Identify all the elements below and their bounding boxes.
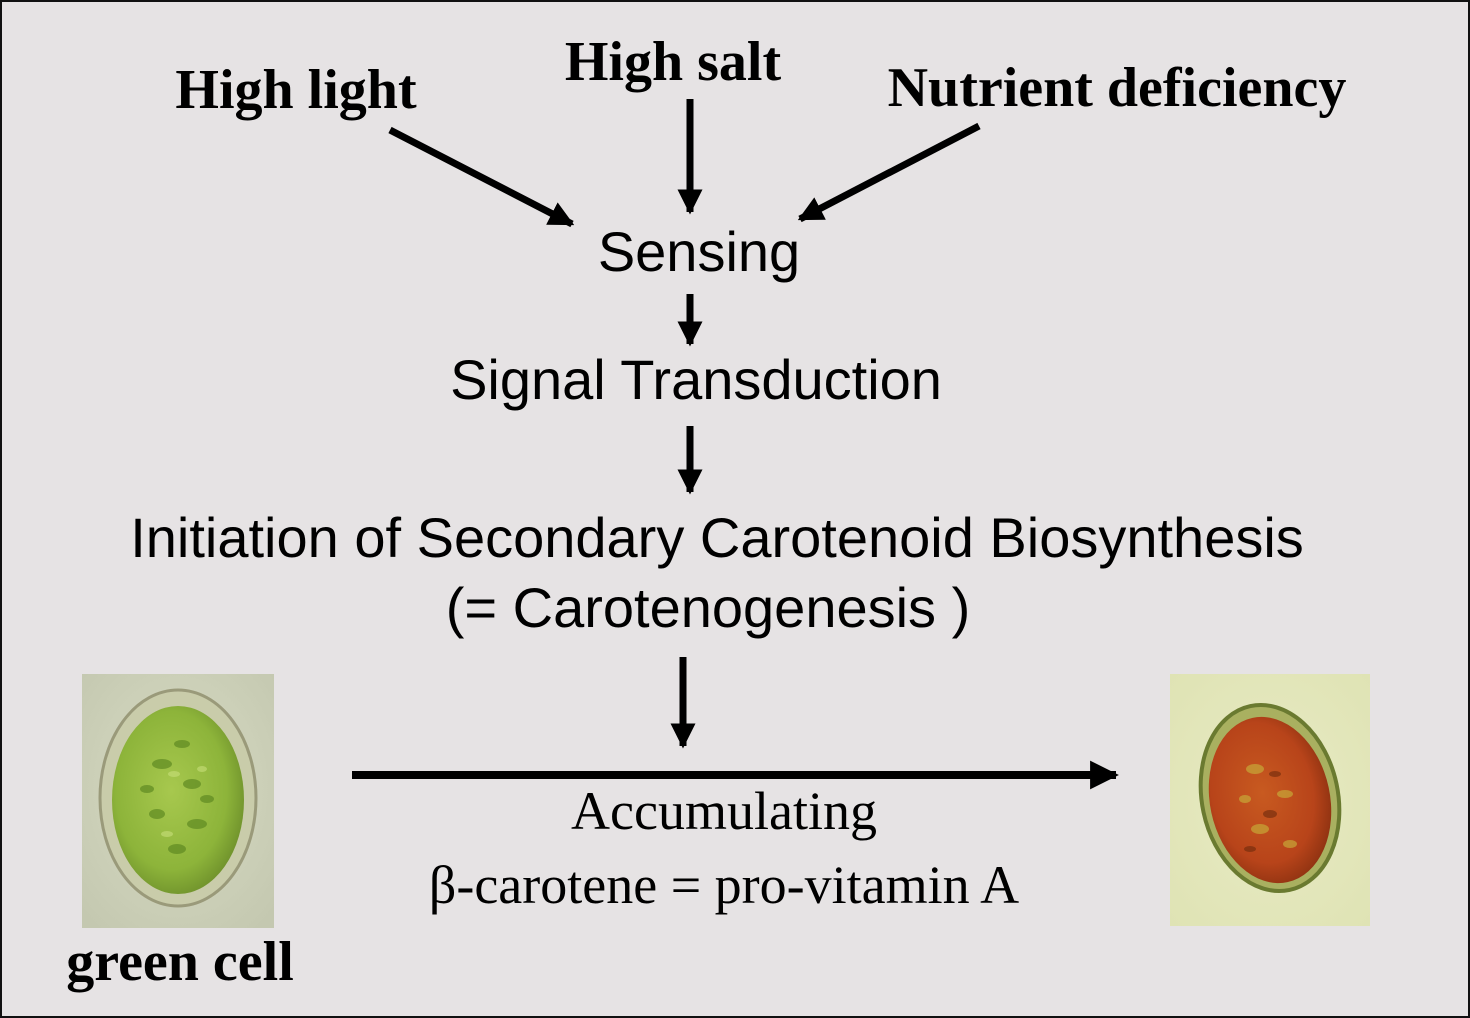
step-signal-transduction: Signal Transduction xyxy=(450,348,942,411)
accumulating-label: Accumulating xyxy=(571,781,877,841)
stressor-nutrient-deficiency: Nutrient deficiency xyxy=(887,57,1347,119)
step-sensing: Sensing xyxy=(597,220,801,283)
step-carotenogenesis: (= Carotenogenesis ) xyxy=(445,576,971,639)
green-cell-label: green cell xyxy=(66,931,294,993)
arrow-high-light-to-sensing xyxy=(388,126,575,228)
arrow-nutrient-to-sensing xyxy=(797,122,981,223)
stressor-high-light: High light xyxy=(175,59,417,121)
stressor-high-salt: High salt xyxy=(564,31,782,93)
green-cell-image xyxy=(82,674,274,928)
step-initiation: Initiation of Secondary Carotenoid Biosy… xyxy=(130,506,1304,569)
beta-carotene-label: β-carotene = pro-vitamin A xyxy=(428,855,1020,915)
red-cell-image xyxy=(1170,674,1370,926)
